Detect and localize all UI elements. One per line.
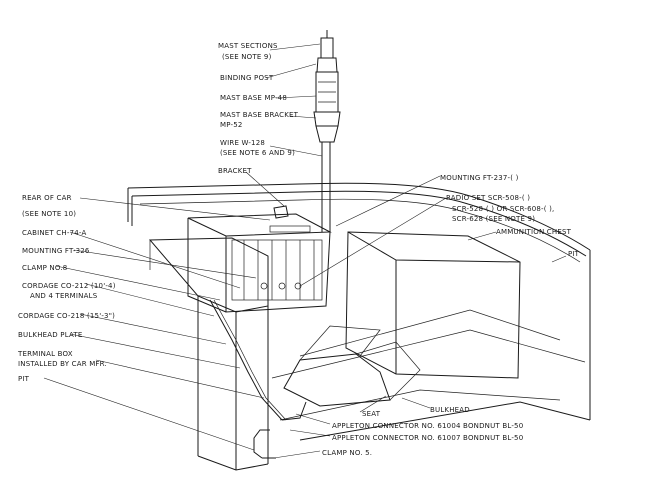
seat [283, 325, 421, 407]
label-cabinet: CABINET CH-74-A [22, 229, 86, 237]
ammunition-chest [345, 231, 521, 379]
label-radio-set-3: SCR-628 (SEE NOTE 9) [452, 215, 535, 223]
label-clamp-no8: CLAMP NO.8 [22, 264, 67, 272]
label-cordage-co212-sub: AND 4 TERMINALS [30, 292, 98, 300]
label-bracket: BRACKET [218, 167, 252, 175]
label-binding-post: BINDING POST [220, 74, 274, 82]
labels-left: REAR OF CAR (SEE NOTE 10) CABINET CH-74-… [17, 194, 116, 383]
label-mast-base-bracket: MAST BASE BRACKET [220, 111, 299, 119]
label-ammunition-chest: AMMUNITION CHEST [496, 228, 572, 236]
car-body [127, 182, 591, 441]
radio-cabinet [187, 205, 332, 313]
label-radio-set-2: SCR-528-( ) OR SCR-608-( ), [452, 205, 554, 213]
label-appleton-2: APPLETON CONNECTOR NO. 61007 BONDNUT BL-… [332, 434, 523, 442]
label-cordage-co212: CORDAGE CO-212 (10'-4) [22, 282, 116, 290]
label-terminal-box-sub: INSTALLED BY CAR MFR. [18, 360, 107, 368]
labels-bottom: SEAT BULKHEAD APPLETON CONNECTOR NO. 610… [322, 406, 523, 457]
label-bulkhead: BULKHEAD [430, 406, 470, 414]
label-clamp-no5: CLAMP NO. 5. [322, 449, 372, 457]
label-radio-set-1: RADIO SET SCR-508-( ) [446, 194, 530, 202]
label-mast-base-bracket-code: MP-52 [220, 121, 243, 129]
labels-right: MOUNTING FT-237-( ) RADIO SET SCR-508-( … [440, 174, 580, 258]
label-mast-base: MAST BASE MP-48 [220, 94, 287, 102]
label-rear-of-car: REAR OF CAR [22, 194, 72, 202]
label-wire-note: (SEE NOTE 6 AND 9) [220, 149, 295, 157]
cordage-runs [209, 299, 307, 459]
label-mast-sections: MAST SECTIONS [218, 42, 278, 50]
label-wire: WIRE W-128 [220, 139, 265, 147]
label-bulkhead-plate: BULKHEAD PLATE [18, 331, 83, 339]
leader-lines [43, 43, 567, 459]
label-cordage-co218: CORDAGE CO-218 (15'-3") [18, 312, 115, 320]
left-pit-box [148, 237, 269, 471]
label-rear-of-car-note: (SEE NOTE 10) [22, 210, 76, 218]
label-terminal-box: TERMINAL BOX [17, 350, 73, 358]
label-mounting-ft326: MOUNTING FT-326 [22, 247, 90, 255]
label-pit-left: PIT [18, 375, 30, 383]
label-appleton-1: APPLETON CONNECTOR NO. 61004 BONDNUT BL-… [332, 422, 523, 430]
label-pit-right: PIT [568, 250, 580, 258]
mast-assembly [313, 30, 341, 232]
label-mast-sections-note: (SEE NOTE 9) [222, 53, 272, 61]
label-mounting-ft237: MOUNTING FT-237-( ) [440, 174, 519, 182]
labels-top: MAST SECTIONS (SEE NOTE 9) BINDING POST … [218, 42, 299, 175]
label-seat: SEAT [362, 410, 381, 418]
